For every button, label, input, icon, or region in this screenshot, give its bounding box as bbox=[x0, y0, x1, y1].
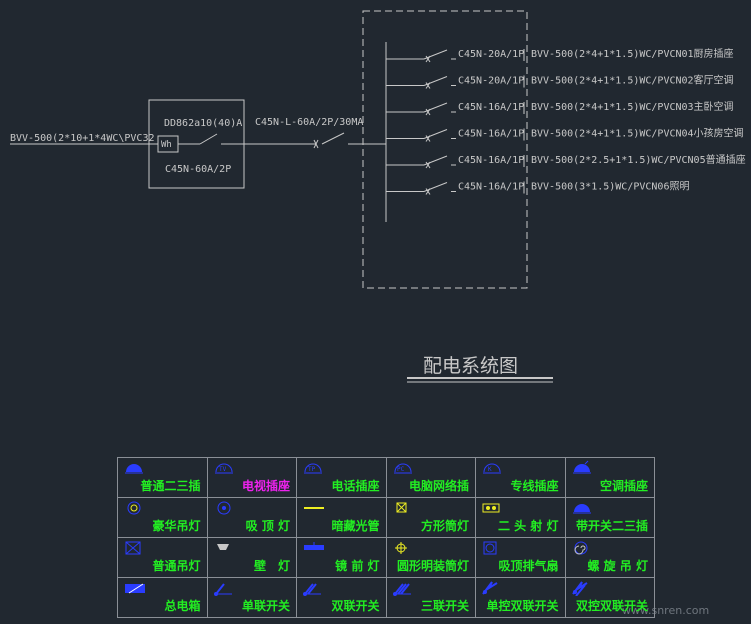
legend-label: 电脑网络插 bbox=[408, 479, 469, 493]
legend-cell: 带开关二三插 bbox=[564, 497, 655, 538]
circuit-6 bbox=[386, 181, 525, 195]
legend-cell: 圆形明装筒灯 bbox=[385, 537, 476, 578]
legend-label: 镜 前 灯 bbox=[335, 559, 380, 573]
legend-label: 吸 顶 灯 bbox=[245, 519, 290, 533]
circuit-cable-label: BVV-500(2*4+1*1.5)WC/PVCN01厨房插座 bbox=[531, 47, 734, 60]
legend-label: 带开关二三插 bbox=[575, 519, 648, 533]
legend-cell: 暗藏光管 bbox=[296, 497, 387, 538]
legend-label: 空调插座 bbox=[599, 479, 648, 493]
legend-cell: 三联开关 bbox=[385, 577, 476, 618]
circuit-1 bbox=[386, 49, 525, 63]
circuit-2 bbox=[386, 75, 525, 89]
legend-cell: 空调插座 bbox=[564, 457, 655, 498]
incoming-cable-label: BVV-500(2*10+1*4WC\PVC32 bbox=[10, 133, 155, 144]
legend-label: 方形筒灯 bbox=[420, 519, 469, 533]
legend-cell: TV 电视插座 bbox=[206, 457, 297, 498]
circuit-breaker-switch bbox=[423, 129, 448, 139]
circuit-breaker-label: C45N-16A/1P bbox=[458, 182, 524, 193]
circuit-breaker-label: C45N-20A/1P bbox=[458, 76, 524, 87]
legend-cell: 普通二三插 bbox=[117, 457, 208, 498]
legend-cell: 螺 旋 吊 灯 bbox=[564, 537, 655, 578]
legend-row: 普通吊灯 壁 灯 镜 前 灯 圆形明装筒灯 吸顶排气扇 螺 旋 吊 灯 bbox=[117, 537, 655, 578]
circuit-breaker-switch bbox=[423, 102, 448, 113]
legend-row: 豪华吊灯 吸 顶 灯 暗藏光管 方形筒灯 二 头 射 灯 带开关二三插 bbox=[117, 497, 655, 538]
legend-label: 三联开关 bbox=[420, 599, 469, 613]
legend-cell: 普通吊灯 bbox=[117, 537, 208, 578]
legend-label: 双控双联开关 bbox=[575, 599, 648, 613]
circuit-breaker-label: C45N-20A/1P bbox=[458, 49, 524, 60]
legend-label: 暗藏光管 bbox=[331, 519, 380, 533]
legend-label: 双联开关 bbox=[331, 599, 380, 613]
circuit-breaker-label: C45N-16A/1P bbox=[458, 102, 524, 113]
circuit-cable-label: BVV-500(2*4+1*1.5)WC/PVCN03主卧空调 bbox=[531, 100, 734, 113]
legend-label: 单控双联开关 bbox=[486, 599, 559, 613]
legend-label: 吸顶排气扇 bbox=[498, 559, 559, 573]
legend-cell: 吸 顶 灯 bbox=[206, 497, 297, 538]
legend-cell: 镜 前 灯 bbox=[296, 537, 387, 578]
svg-text:TV: TV bbox=[219, 466, 227, 473]
main-breaker-label: C45N-60A/2P bbox=[165, 164, 231, 175]
legend-cell: K 专线插座 bbox=[475, 457, 566, 498]
circuit-breaker-switch bbox=[423, 49, 448, 60]
legend-label: 螺 旋 吊 灯 bbox=[587, 559, 648, 573]
main-breaker-switch bbox=[199, 133, 218, 145]
legend-cell: 吸顶排气扇 bbox=[475, 537, 566, 578]
circuit-breaker-switch bbox=[423, 182, 448, 192]
legend-cell: 单联开关 bbox=[206, 577, 297, 618]
rcd-breaker-label: C45N-L-60A/2P/30MA bbox=[255, 117, 363, 128]
legend-label: 电话插座 bbox=[331, 479, 380, 493]
legend-cell: 双控双联开关 bbox=[564, 577, 655, 618]
circuit-breaker-label: C45N-16A/1P bbox=[458, 129, 524, 140]
legend-label: 电视插座 bbox=[241, 479, 290, 493]
legend-label: 圆形明装筒灯 bbox=[396, 559, 469, 573]
circuit-breaker-label: C45N-16A/1P bbox=[458, 155, 524, 166]
meter-symbol-label: Wh bbox=[161, 140, 172, 150]
legend-label: 二 头 射 灯 bbox=[497, 519, 559, 533]
circuit-3 bbox=[386, 102, 525, 116]
svg-text:K: K bbox=[488, 466, 492, 473]
legend-cell: 双联开关 bbox=[296, 577, 387, 618]
legend-label: 普通二三插 bbox=[140, 479, 201, 493]
distribution-board-outline bbox=[362, 10, 528, 289]
legend-cell: 豪华吊灯 bbox=[117, 497, 208, 538]
legend-cell: TP 电话插座 bbox=[296, 457, 387, 498]
rcd-switch bbox=[321, 132, 345, 145]
diagram-title: 配电系统图 bbox=[423, 355, 518, 377]
legend-label: 普通吊灯 bbox=[152, 559, 201, 573]
legend-label: 豪华吊灯 bbox=[152, 519, 201, 533]
legend-cell: 二 头 射 灯 bbox=[475, 497, 566, 538]
legend-label: 单联开关 bbox=[241, 599, 290, 613]
legend-label: 壁 灯 bbox=[253, 559, 290, 573]
meter-model-label: DD862a10(40)A bbox=[164, 118, 242, 129]
legend-label: 专线插座 bbox=[510, 479, 559, 493]
circuit-5 bbox=[386, 155, 525, 169]
circuit-cable-label: BVV-500(3*1.5)WC/PVCN06照明 bbox=[531, 181, 689, 193]
legend-cell: 总电箱 bbox=[117, 577, 208, 618]
legend-cell: 单控双联开关 bbox=[475, 577, 566, 618]
circuit-cable-label: BVV-500(2*4+1*1.5)WC/PVCN02客厅空调 bbox=[531, 74, 734, 87]
circuit-4 bbox=[386, 128, 525, 142]
circuit-breaker-switch bbox=[423, 76, 448, 86]
svg-text:PC: PC bbox=[397, 466, 405, 473]
legend-label: 总电箱 bbox=[164, 599, 201, 613]
legend-cell: 壁 灯 bbox=[206, 537, 297, 578]
svg-text:TP: TP bbox=[308, 466, 316, 473]
circuit-cable-label: BVV-500(2*2.5+1*1.5)WC/PVCN05普通插座 bbox=[531, 153, 746, 166]
circuit-cable-label: BVV-500(2*4+1*1.5)WC/PVCN04小孩房空调 bbox=[531, 127, 744, 140]
legend-row: 总电箱 单联开关 双联开关 三联开关 单控双联开关 双控双联开关 bbox=[117, 577, 655, 618]
circuit-breaker-switch bbox=[423, 155, 448, 166]
legend-cell: 方形筒灯 bbox=[385, 497, 476, 538]
